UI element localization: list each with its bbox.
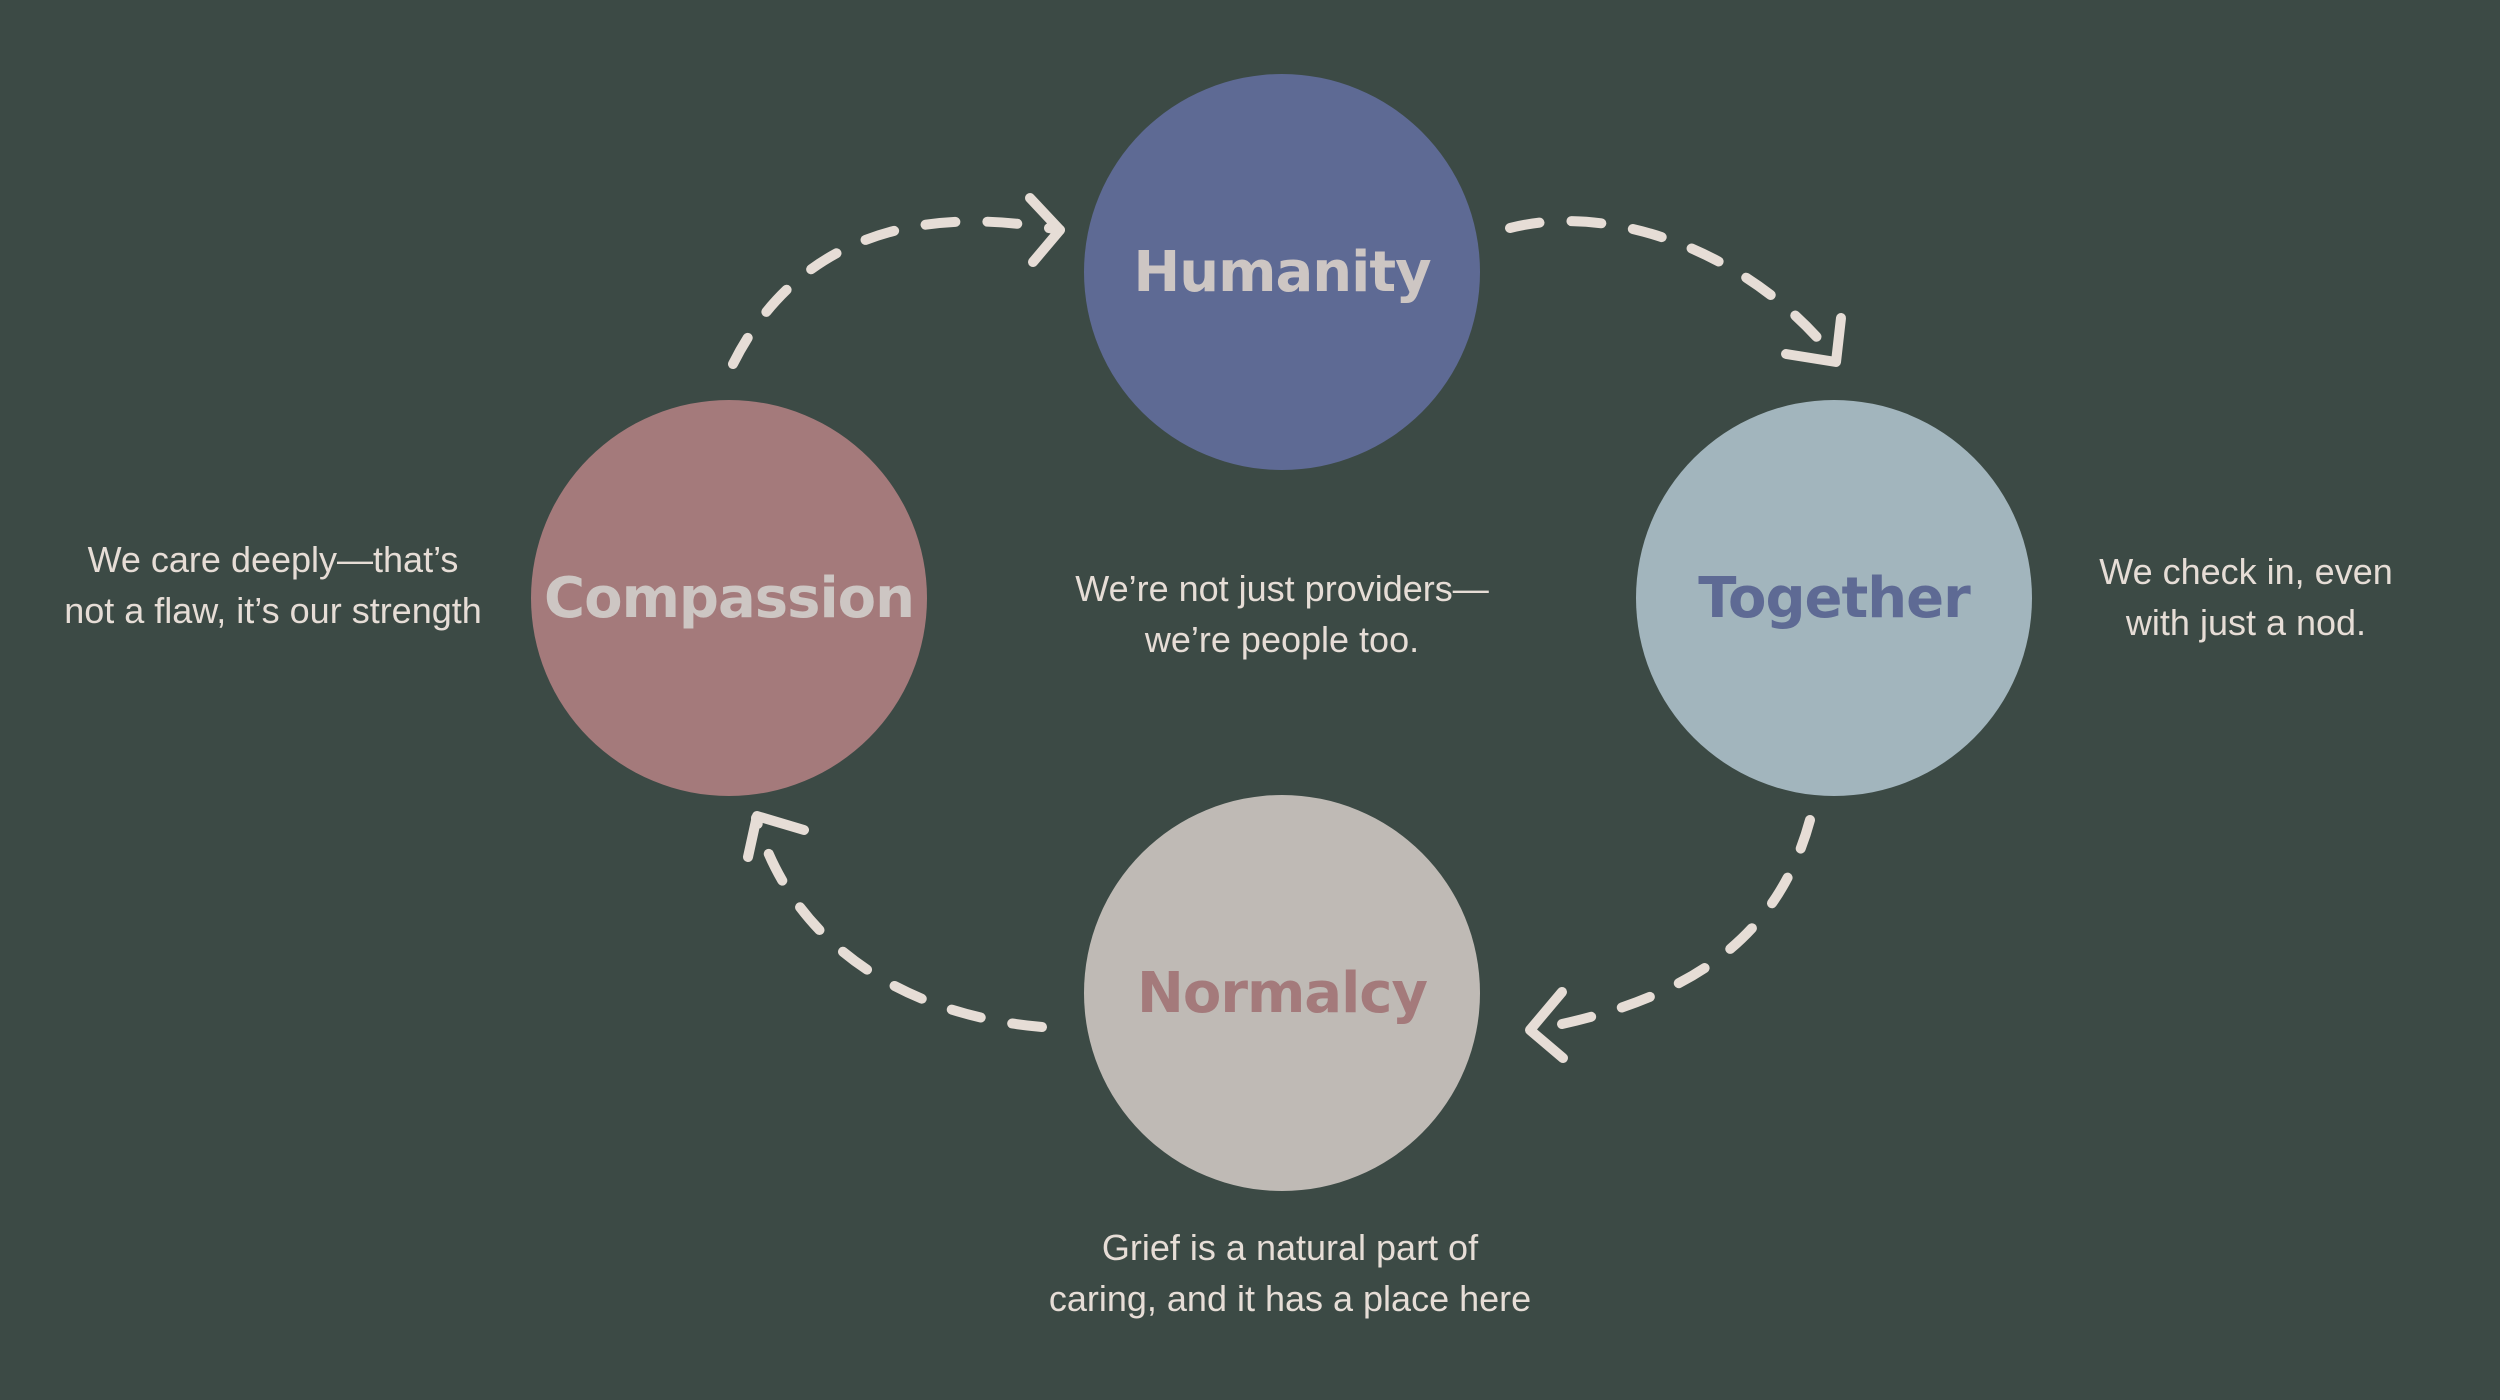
- arrow-compassion-to-humanity: [728, 193, 1065, 369]
- caption-together: We check in, even with just a nod.: [2060, 546, 2432, 648]
- caption-humanity-line-1: We’re not just providers—: [1075, 568, 1489, 609]
- caption-compassion-line-2: not a flaw, it’s our strength: [64, 590, 482, 631]
- node-humanity: Humanity: [1084, 74, 1480, 470]
- caption-compassion: We care deeply—that’s not a flaw, it’s o…: [30, 534, 516, 636]
- node-together-label: Together: [1698, 565, 1971, 631]
- node-normalcy-label: Normalcy: [1137, 960, 1428, 1026]
- caption-normalcy-line-2: caring, and it has a place here: [1048, 1278, 1532, 1319]
- caption-together-line-2: with just a nod.: [2125, 602, 2367, 643]
- arrow-normalcy-to-compassion: [743, 811, 1047, 1032]
- caption-normalcy: Grief is a natural part of caring, and i…: [1020, 1222, 1560, 1324]
- node-humanity-label: Humanity: [1133, 239, 1431, 305]
- caption-humanity-line-2: we’re people too.: [1144, 619, 1420, 660]
- arrow-together-to-normalcy: [1525, 815, 1815, 1063]
- caption-compassion-line-1: We care deeply—that’s: [87, 539, 459, 580]
- node-compassion-label: Compassion: [544, 565, 915, 631]
- caption-humanity: We’re not just providers— we’re people t…: [1040, 563, 1524, 665]
- node-compassion: Compassion: [531, 400, 927, 796]
- arrow-humanity-to-together: [1505, 216, 1846, 367]
- caption-normalcy-line-1: Grief is a natural part of: [1101, 1227, 1479, 1268]
- caption-together-line-1: We check in, even: [2099, 551, 2393, 592]
- node-together: Together: [1636, 400, 2032, 796]
- node-normalcy: Normalcy: [1084, 795, 1480, 1191]
